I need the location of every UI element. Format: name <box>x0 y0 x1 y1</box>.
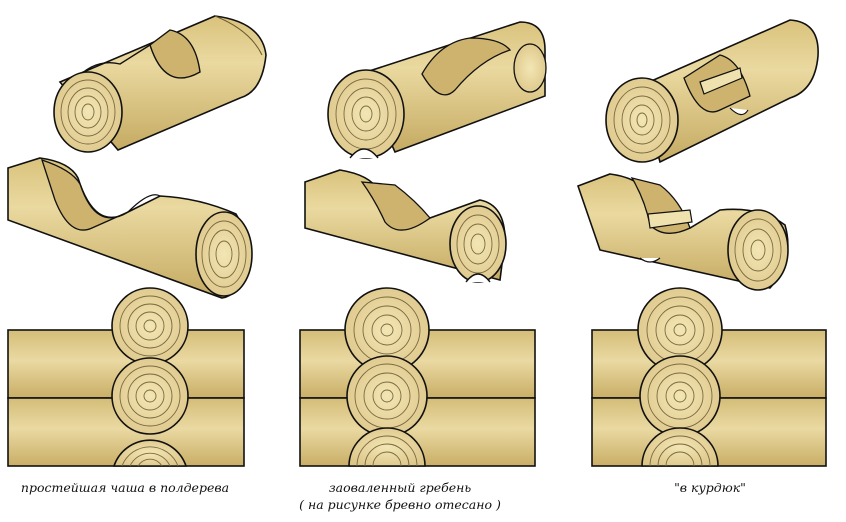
wall-log-end <box>641 427 719 467</box>
wall-log-end <box>348 427 426 467</box>
method-2-top-log <box>327 21 547 159</box>
wall-log-end <box>637 287 723 373</box>
log-end-grain <box>727 209 789 291</box>
log-end-grain <box>449 205 507 283</box>
caption-method-1: простейшая чаша в полдерева <box>20 480 230 495</box>
wall-log-end <box>346 355 428 437</box>
method-2-group <box>299 21 547 467</box>
log-end-grain <box>195 211 253 297</box>
method-2-middle-log <box>304 169 507 283</box>
log-end-grain <box>327 69 405 159</box>
method-3-wall <box>591 287 827 467</box>
method-1-middle-log <box>7 157 253 299</box>
wall-log-end <box>344 287 430 373</box>
wall-log-end <box>111 357 189 435</box>
wall-log-end <box>112 439 188 467</box>
wall-log-end <box>639 355 721 437</box>
method-2-wall <box>299 287 536 467</box>
wall-log-end <box>111 287 189 365</box>
caption-method-2-note: ( на рисунке бревно отесано ) <box>299 497 501 512</box>
method-3-middle-log <box>576 173 789 291</box>
caption-method-3: "в курдюк" <box>674 480 746 495</box>
log-end-grain <box>605 77 679 163</box>
method-1-group <box>7 15 267 467</box>
method-1-wall <box>7 287 245 467</box>
method-3-group <box>576 19 827 467</box>
caption-method-2: заоваленный гребень <box>328 480 472 495</box>
method-1-top-log <box>53 15 267 153</box>
log-end-grain <box>53 71 123 153</box>
method-3-top-log <box>605 19 819 164</box>
